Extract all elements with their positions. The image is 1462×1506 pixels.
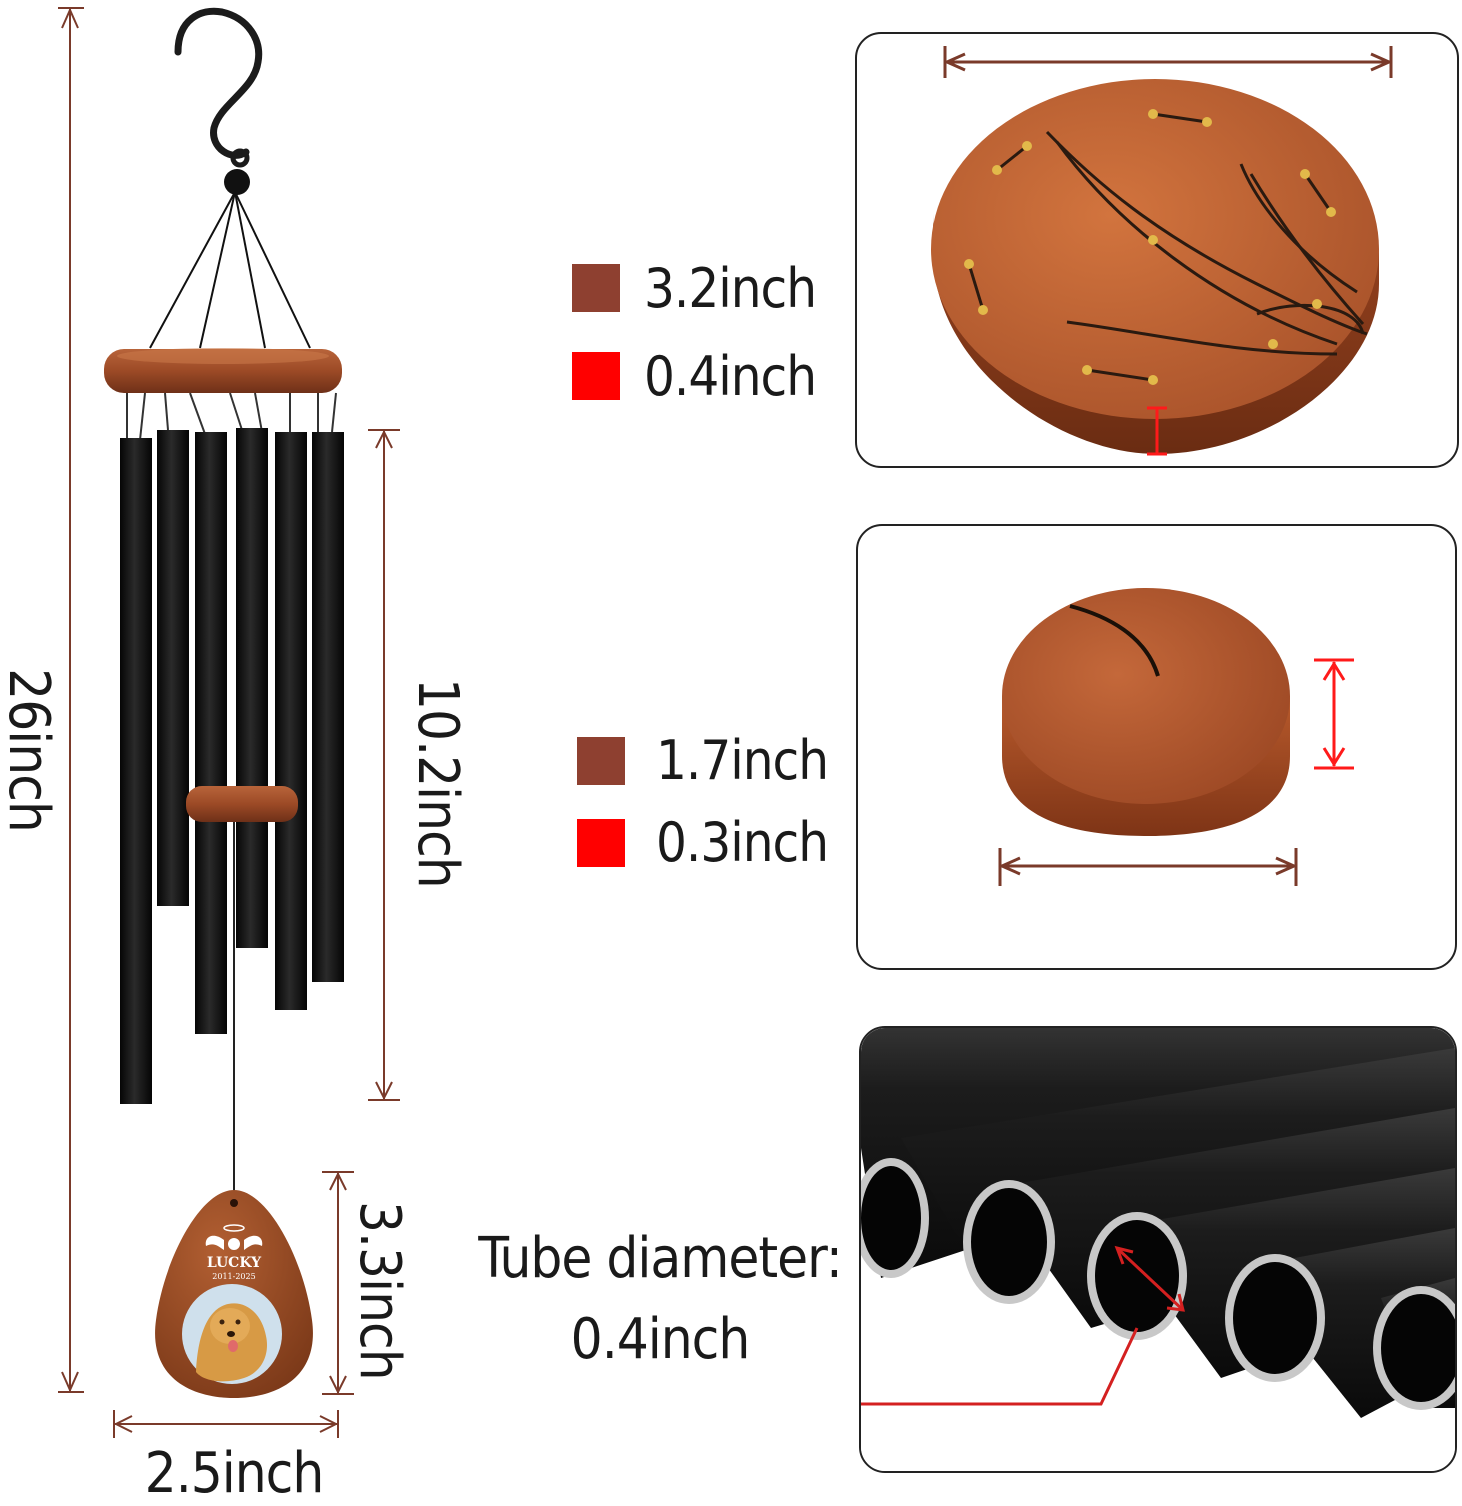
tube-length-dimension-line xyxy=(368,429,400,1101)
top-disc-thickness-label: 0.4inch xyxy=(644,345,817,408)
wind-chime-illustration: LUCKY 2011-2025 xyxy=(58,7,400,1438)
sail-height-label: 3.3inch xyxy=(347,1201,412,1380)
top-disc-diameter-label: 3.2inch xyxy=(644,257,817,320)
striker-diameter-label: 1.7inch xyxy=(656,729,829,792)
striker-thickness-label: 0.3inch xyxy=(656,811,829,874)
tube-closeup-panel xyxy=(859,1026,1457,1473)
red-color-swatch xyxy=(572,352,620,400)
sail-name: LUCKY xyxy=(207,1255,262,1271)
striker-image xyxy=(998,588,1354,886)
sail-height-dimension-line xyxy=(322,1171,354,1395)
tube-closeup-image xyxy=(861,1028,1455,1471)
tube-length-label: 10.2inch xyxy=(405,678,470,888)
red-color-swatch xyxy=(577,819,625,867)
top-disc-image xyxy=(931,46,1393,456)
tube-diameter-caption: Tube diameter: 0.4inch xyxy=(470,1218,850,1380)
wood-color-swatch xyxy=(577,737,625,785)
hook-icon xyxy=(174,7,263,159)
overall-height-dimension-line xyxy=(58,7,84,1393)
striker-panel xyxy=(856,524,1457,970)
overall-height-label: 26inch xyxy=(0,668,61,832)
paw-wings-icon xyxy=(205,1235,263,1250)
sail-width-label: 2.5inch xyxy=(144,1441,325,1506)
tube-diameter-label: Tube diameter: xyxy=(478,1226,843,1291)
wood-color-swatch xyxy=(572,264,620,312)
striker-disc xyxy=(186,786,298,822)
sail-years: 2011-2025 xyxy=(212,1272,255,1281)
tube-diameter-value: 0.4inch xyxy=(570,1307,751,1373)
chime-tubes xyxy=(120,428,344,1104)
sail-width-dimension-line xyxy=(113,1410,339,1438)
top-disc-panel xyxy=(855,32,1459,468)
